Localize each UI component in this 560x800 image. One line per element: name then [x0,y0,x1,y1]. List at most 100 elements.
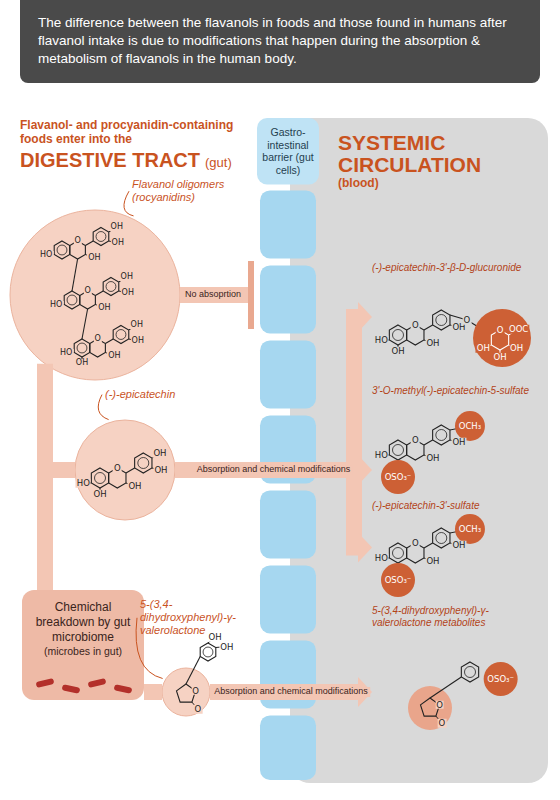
ring [91,468,108,488]
atom-label: OH [87,254,101,262]
atom-label: OCH₃ [458,422,482,431]
ring [389,440,406,460]
atom-label: HO [49,301,63,309]
atom-label: OOC [508,325,529,334]
ring [433,310,450,330]
atom-label: O [435,701,444,710]
ring [389,543,406,563]
valerolactone-circle: 5-(3,4-dihydroxyphenyl)-γ-valerolactone [162,668,210,716]
ring [461,662,478,682]
aromatic-ring [106,282,116,292]
atom-label: O [73,237,81,245]
gut-cell [260,340,316,408]
barrier-band: Gastro-intestinal barrier (gut cells) [257,118,319,780]
atom-label: OH [207,633,222,642]
microbiome-box-shape [22,590,144,700]
arrow-head [358,533,372,563]
atom-label: OH [476,344,491,353]
atom-label: OH [131,337,145,345]
arrow-band [175,317,358,470]
bond [424,440,433,445]
bond [72,259,78,291]
ring [113,326,129,344]
node-heading: SYSTEMIC CIRCULATION [338,132,508,176]
ring [135,453,152,473]
atom-label: OH [152,449,167,458]
atom-label: O [191,687,200,696]
aromatic-ring [95,473,106,484]
atom-label: O [411,321,420,330]
microbe [114,684,133,694]
atom-label: OH [390,347,405,356]
ring [64,291,80,309]
region-heading: DIGESTIVE TRACT [20,148,200,172]
atom-label: OH [509,344,524,353]
atom-label: OH [451,438,466,447]
atom-label: OH [127,482,142,491]
bond [126,468,135,473]
modification-circle [473,309,531,367]
atom-label: OH [107,352,121,360]
atom-label: OH [130,321,144,329]
region-heading: (gut) [205,155,232,171]
atom-label: HO [374,336,389,345]
atom-label: OH [75,359,89,367]
aromatic-ring [57,245,67,255]
node-heading: Flavanol oligomers (rocyanidins) [132,178,232,204]
arrow-band [45,470,75,590]
atom-label: OH [492,353,507,362]
flow-arrow [144,692,162,693]
microbe [36,678,55,688]
atom-label: O [463,316,472,325]
aromatic-ring [203,647,213,657]
gut-cell [260,190,316,258]
gut-cell [260,265,316,333]
node-heading: 5-(3,4-dihydroxyphenyl)-γ-valerolactone [140,598,252,638]
bond [105,339,113,344]
node-note: (blood) [338,176,538,192]
aromatic-ring [436,430,447,441]
flow-arrow [180,261,254,329]
flow-arrow [175,455,372,485]
atom-label: HO [59,349,73,357]
node-heading: 5-(3,4-dihydroxyphenyl)-γ-valerolactone … [372,605,542,629]
ring [433,528,450,548]
ring [54,241,70,259]
flow-arrow [175,470,372,563]
atom-label: OCH₃ [458,525,482,534]
bond [85,241,93,246]
atom-label: OH [121,289,135,297]
atom-label: OH [110,223,124,231]
atom-label: O [438,719,447,728]
atom-label: OH [97,304,111,312]
atom-label: O [411,539,420,548]
atom-label: HO [374,451,389,460]
atom-label: HO [39,251,53,259]
arrow-head [358,302,372,332]
edge-label: No absoprtion [183,290,243,300]
atom-label: OH [153,466,168,475]
flow-arrow [45,470,75,590]
atom-label: HO [76,479,91,488]
region-heading: Flavanol- and procyanidin-containing foo… [20,118,252,147]
arrow-band [144,684,162,700]
node-heading: (-)-epicatechin-3'-sulfate [372,500,542,512]
bond [95,291,103,296]
gut-cell [260,715,316,780]
node-heading: 3'-O-methyl(-)-epicatechin-5-sulfate [372,385,542,397]
flow-arrow [175,302,372,470]
atom-label: O [194,705,203,714]
atom-label: OH [425,557,440,566]
aromatic-ring [77,343,87,353]
aromatic-ring [465,667,476,678]
oligomer-circle: Flavanol oligomers (rocyanidins) [10,210,180,380]
atom-label: OH [92,490,107,499]
atom-label: OH [451,541,466,550]
aromatic-ring [138,458,149,469]
arrow-band [180,287,248,303]
node-heading: (-)-epicatechin [105,388,225,401]
ring [200,643,216,661]
arrow-head [248,261,254,329]
